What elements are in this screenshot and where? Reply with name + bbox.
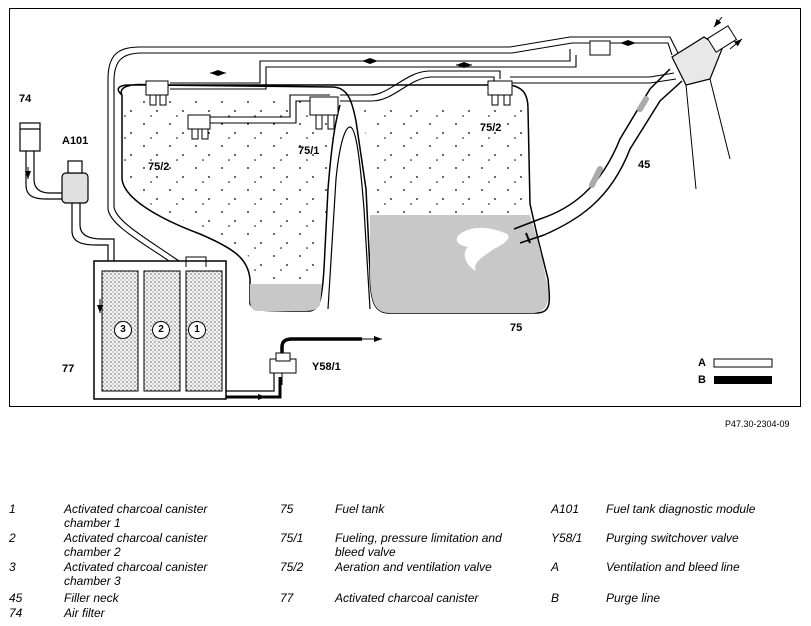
label-filler-neck: 45 xyxy=(638,159,651,171)
system-diagram: 74 A101 75/2 75/1 75/2 45 75 77 Y58/1 3 … xyxy=(9,8,801,407)
label-fueling-valve: 75/1 xyxy=(298,145,320,157)
legend-text: Activated charcoal canister xyxy=(335,591,479,605)
legend-text: Fuel tank xyxy=(335,502,385,516)
legend-num: 74 xyxy=(9,606,23,620)
legend-num: A101 xyxy=(551,502,580,516)
label-canister: 77 xyxy=(62,363,75,375)
label-purging-valve: Y58/1 xyxy=(312,361,341,373)
legend-num: 75/1 xyxy=(280,531,304,545)
legend-num: 1 xyxy=(9,502,16,516)
flow-arrows xyxy=(25,40,636,400)
legend-text: Ventilation and bleed line xyxy=(606,560,740,574)
legend-num: Y58/1 xyxy=(551,531,583,545)
legend-num: 45 xyxy=(9,591,23,605)
legend-text: Purging switchover valve xyxy=(606,531,739,545)
label-aeration-valve-left: 75/2 xyxy=(148,161,170,173)
label-fuel-tank: 75 xyxy=(510,322,523,334)
legend-num: 77 xyxy=(280,591,294,605)
filler-neck xyxy=(513,16,743,244)
legend-text: Filler neck xyxy=(64,591,119,605)
purge-switchover-valve xyxy=(269,336,382,385)
legend-text: Air filter xyxy=(64,606,105,620)
line-key-graphics xyxy=(713,358,773,384)
legend-num: 3 xyxy=(9,560,16,574)
line-key-b: B xyxy=(698,374,706,386)
legend-text: Activated charcoal canister chamber 2 xyxy=(64,531,208,559)
legend-text: Purge line xyxy=(606,591,661,605)
legend-num: 75 xyxy=(280,502,294,516)
chamber-3-marker: 3 xyxy=(114,321,132,339)
diagnostic-module xyxy=(61,160,115,261)
fuel-level-right xyxy=(370,215,549,313)
legend-num: B xyxy=(551,591,560,605)
diagram-drawing xyxy=(19,16,773,400)
chamber-2-marker: 2 xyxy=(152,321,170,339)
air-filter xyxy=(19,122,62,200)
valves xyxy=(145,40,611,140)
legend-text: Activated charcoal canister chamber 1 xyxy=(64,502,208,530)
legend-text: Fuel tank diagnostic module xyxy=(606,502,756,516)
chamber-1-marker: 1 xyxy=(188,321,206,339)
fuel-tank xyxy=(117,83,551,314)
label-air-filter: 74 xyxy=(19,93,32,105)
line-key-a: A xyxy=(698,357,706,369)
legend-num: 75/2 xyxy=(280,560,304,574)
legend-text: Fueling, pressure limitation and bleed v… xyxy=(335,531,502,559)
legend-num: A xyxy=(551,560,560,574)
legend-text: Activated charcoal canister chamber 3 xyxy=(64,560,208,588)
label-diagnostic-module: A101 xyxy=(62,135,89,147)
label-aeration-valve-right: 75/2 xyxy=(480,122,502,134)
legend-num: 2 xyxy=(9,531,16,545)
figure-reference: P47.30-2304-09 xyxy=(725,419,790,429)
fuel-level-left xyxy=(250,284,322,311)
legend-text: Aeration and ventilation valve xyxy=(335,560,492,574)
